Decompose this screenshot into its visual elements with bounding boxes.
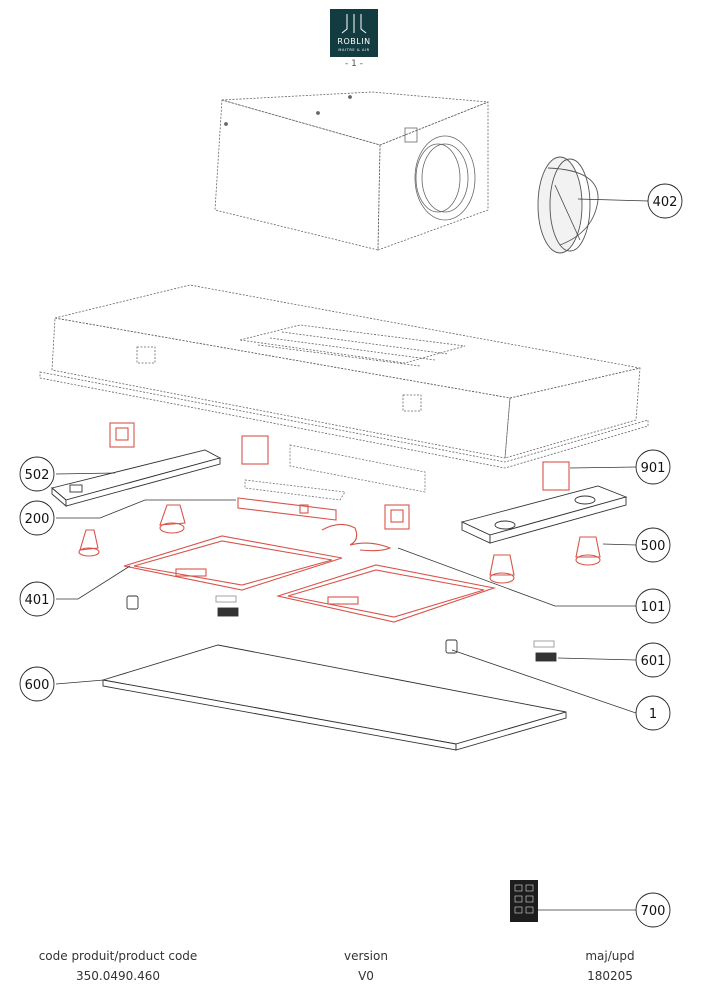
page-number: - 1 -	[345, 59, 363, 69]
version-label: version	[344, 949, 388, 963]
version-value: V0	[358, 969, 374, 983]
mounting-bracket-part	[109, 422, 135, 448]
callout-1: 1	[635, 695, 671, 731]
svg-text:1: 1	[649, 707, 657, 722]
control-panel-grey	[244, 444, 426, 501]
svg-text:200: 200	[25, 512, 50, 527]
callout-101: 101	[635, 588, 671, 624]
bottom-panel-part	[102, 644, 567, 751]
update-label: maj/upd	[585, 949, 635, 963]
callout-402: 402	[647, 183, 683, 219]
svg-text:101: 101	[641, 600, 666, 615]
callout-502: 502	[19, 456, 55, 492]
grease-filter-part	[275, 564, 497, 623]
footer-product-code: code produit/product code 350.0490.460	[18, 946, 218, 986]
left-light-rail	[51, 449, 222, 507]
small-accessories	[126, 595, 557, 662]
cable-part	[321, 523, 392, 552]
product-code-value: 350.0490.460	[76, 969, 160, 983]
svg-text:600: 600	[25, 678, 50, 693]
svg-text:401: 401	[25, 593, 50, 608]
callout-500: 500	[635, 527, 671, 563]
brand-tagline: MAITRE & AIR	[338, 48, 370, 52]
highlighted-parts	[78, 422, 601, 623]
product-code-label: code produit/product code	[38, 949, 198, 963]
brand-mark-icon	[341, 14, 367, 34]
lamp-bulb-part	[575, 536, 601, 566]
electronic-board-part	[237, 497, 337, 521]
spacer-part	[445, 639, 458, 654]
svg-text:700: 700	[641, 904, 666, 919]
footer-update: maj/upd 180205	[510, 946, 708, 986]
brand-name: ROBLIN	[337, 37, 371, 46]
callout-401: 401	[19, 581, 55, 617]
svg-text:601: 601	[641, 654, 666, 669]
spacer-part	[126, 595, 139, 610]
callout-200: 200	[19, 500, 55, 536]
transformer-part	[241, 435, 269, 465]
hood-body	[39, 284, 649, 469]
callout-601: 601	[635, 642, 671, 678]
lamp-bulb-part	[489, 554, 515, 584]
transformer-part	[542, 461, 570, 491]
motor-housing	[214, 91, 489, 251]
leader-lines	[55, 198, 649, 911]
callout-600: 600	[19, 666, 55, 702]
svg-text:402: 402	[653, 195, 678, 210]
update-value: 180205	[587, 969, 633, 983]
lamp-bulb-part	[159, 504, 186, 534]
check-valve-part	[537, 156, 599, 254]
svg-text:901: 901	[641, 461, 666, 476]
brand-logo: ROBLIN MAITRE & AIR	[330, 9, 378, 57]
mounting-bracket-part	[384, 504, 410, 530]
right-light-rail	[460, 485, 628, 544]
footer-version: version V0	[266, 946, 466, 986]
svg-text:502: 502	[25, 468, 50, 483]
callout-700: 700	[635, 892, 671, 928]
lamp-bulb-part	[78, 529, 100, 557]
callout-901: 901	[635, 449, 671, 485]
remote-control-part	[510, 880, 538, 922]
grease-filter-part	[123, 535, 343, 591]
callouts: 402 502 901 200 500 401 101 601 600 1 70…	[19, 183, 683, 928]
svg-text:500: 500	[641, 539, 666, 554]
